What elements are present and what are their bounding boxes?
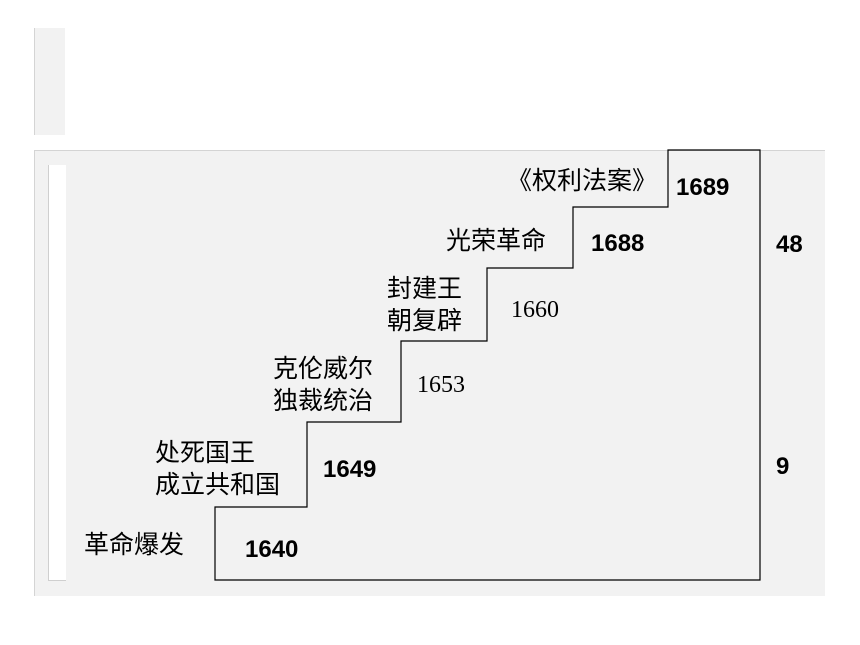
staircase-outline <box>214 149 761 581</box>
event-label-feudal-restoration: 封建王 朝复辟 <box>387 274 463 335</box>
inner-panel <box>48 165 66 581</box>
main-panel <box>34 150 825 596</box>
event-label-cromwell-dictatorship: 克伦威尔 独裁统治 <box>273 354 374 415</box>
top-panel <box>34 28 65 135</box>
event-label-revolution-outbreak: 革命爆发 <box>84 530 185 559</box>
event-label-execute-king: 处死国王 成立共和国 <box>155 438 281 499</box>
event-year-1688: 1688 <box>591 230 645 257</box>
event-year-1640: 1640 <box>245 536 299 563</box>
event-label-bill-of-rights: 《权利法案》 <box>507 166 658 195</box>
event-year-1653: 1653 <box>417 372 465 398</box>
duration-upper: 48 <box>776 231 803 258</box>
event-label-glorious-revolution: 光荣革命 <box>446 226 547 255</box>
duration-lower: 9 <box>776 453 790 480</box>
event-year-1649: 1649 <box>323 456 377 483</box>
event-year-1689: 1689 <box>676 174 730 201</box>
event-year-1660: 1660 <box>511 297 559 323</box>
